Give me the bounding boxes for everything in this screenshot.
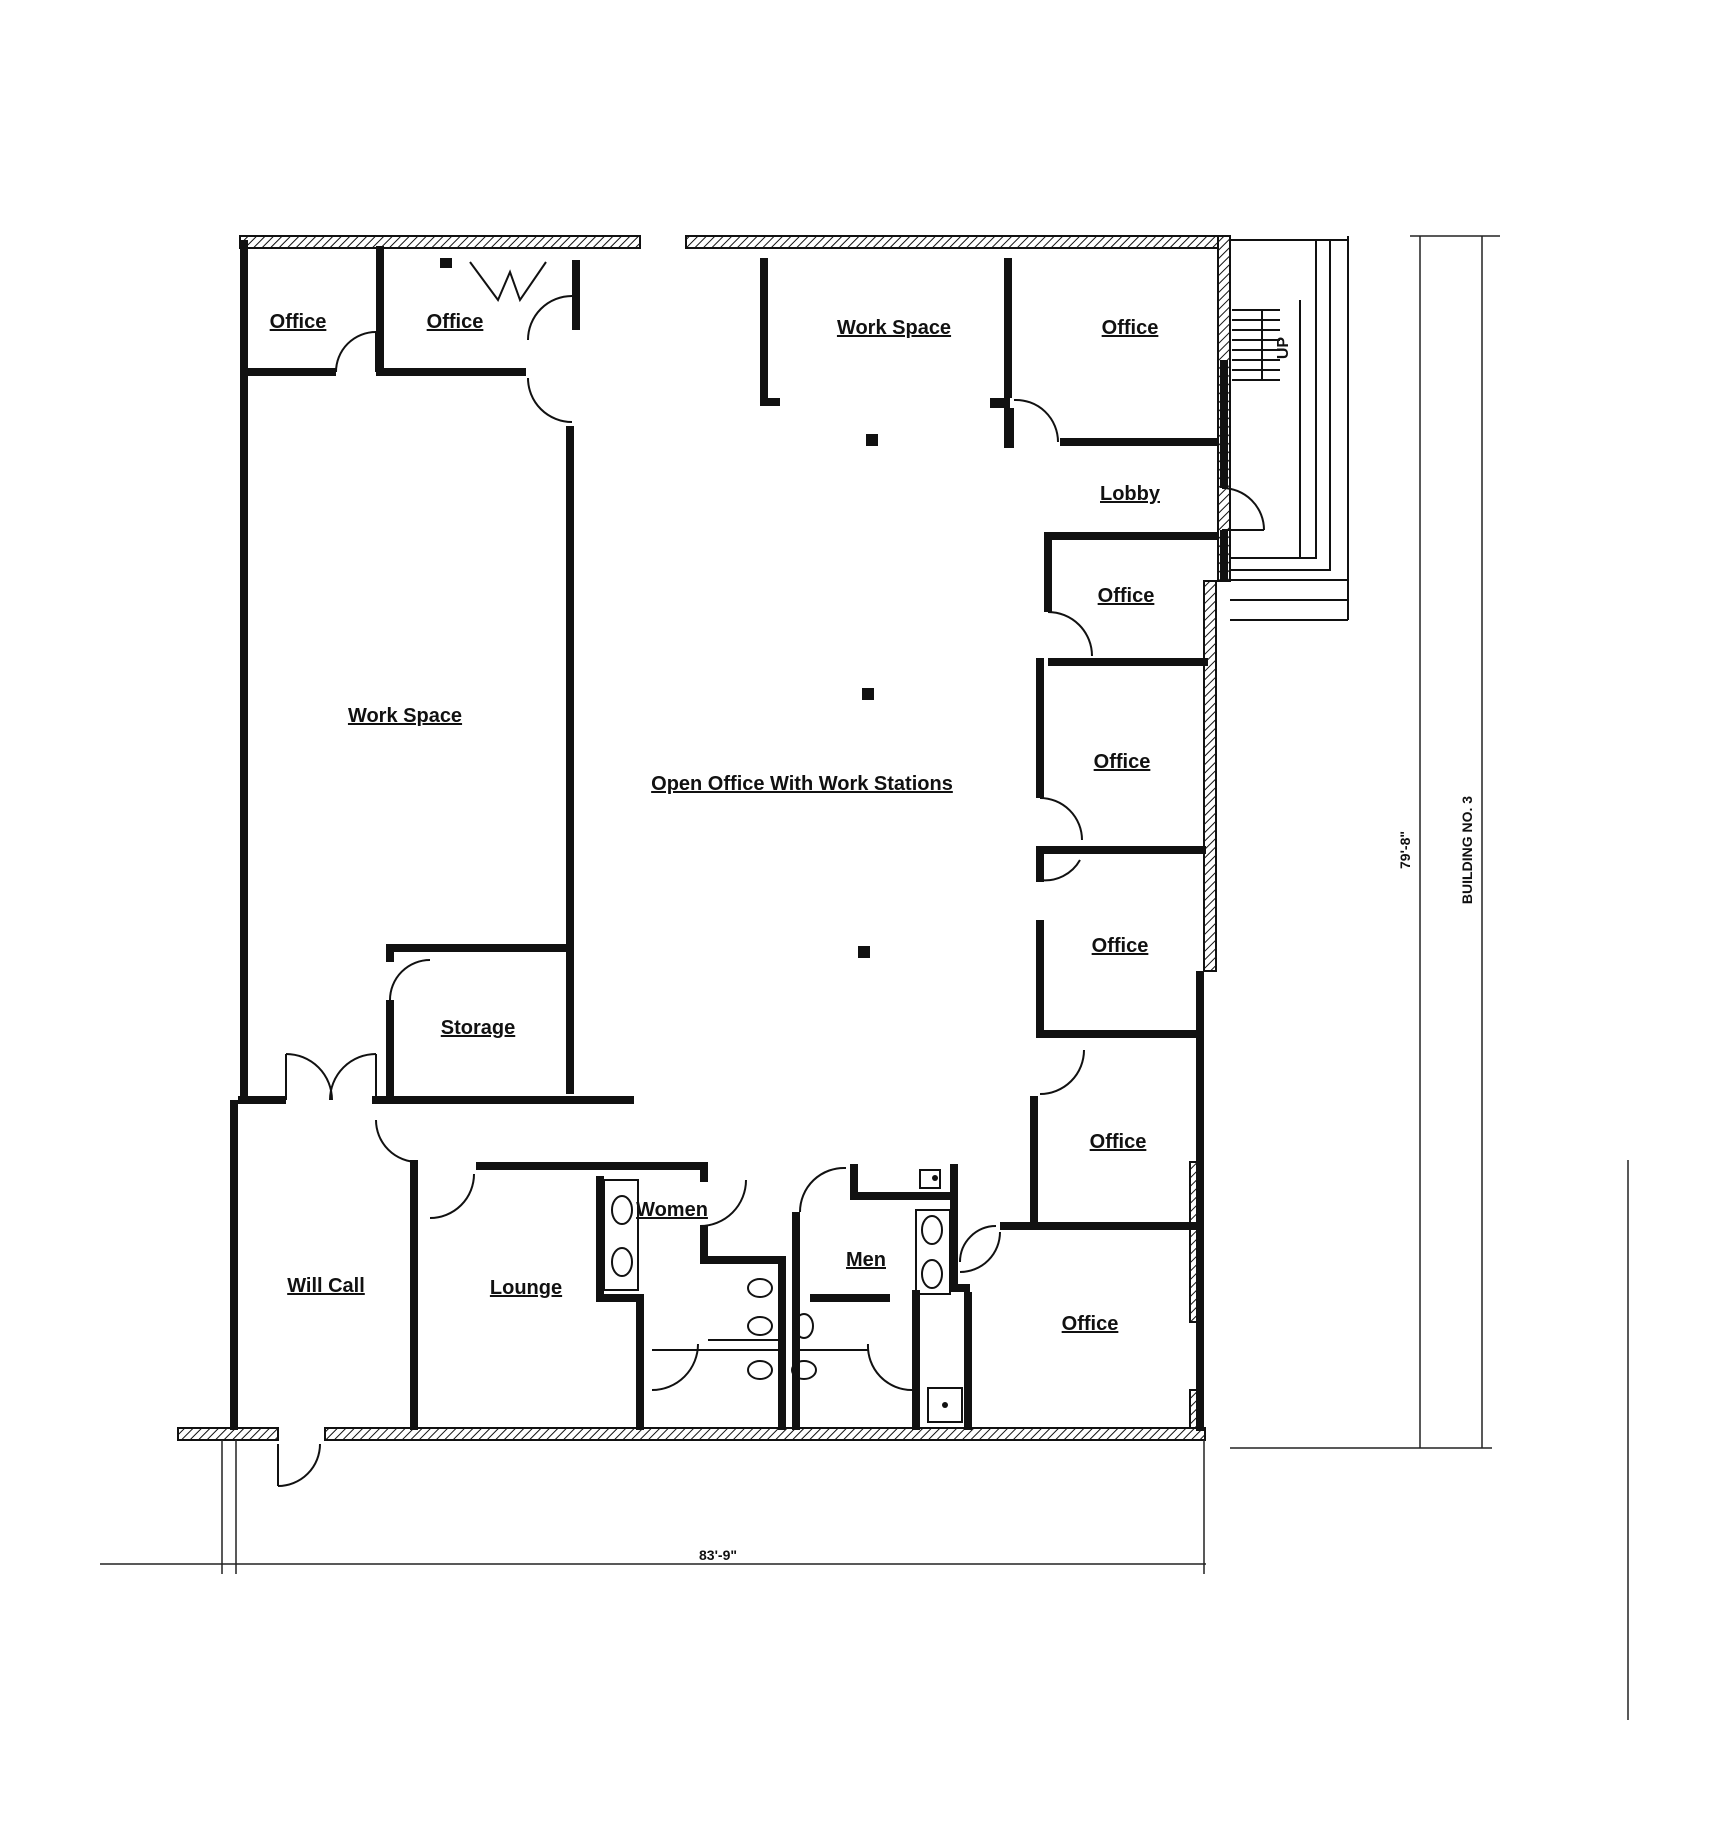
- men-label: Men: [846, 1249, 886, 1271]
- office-nw1-label: Office: [270, 311, 327, 333]
- office-e3-label: Office: [1092, 935, 1149, 957]
- stair-up-label: UP: [1275, 337, 1292, 360]
- height-dimension-label: 79'-8": [1397, 831, 1413, 869]
- dimension-lines: [100, 235, 1629, 1720]
- lounge-label: Lounge: [490, 1277, 562, 1299]
- columns: [858, 434, 878, 958]
- will-call-label: Will Call: [287, 1275, 365, 1297]
- storage-label: Storage: [441, 1017, 515, 1039]
- office-e1-label: Office: [1098, 585, 1155, 607]
- work-space-top-label: Work Space: [837, 317, 951, 339]
- office-e2-label: Office: [1094, 751, 1151, 773]
- interior-walls: [230, 240, 1228, 1431]
- width-dimension-label: 83'-9": [699, 1547, 737, 1563]
- room-labels: Office Office Work Space Office Lobby Of…: [270, 311, 1161, 1335]
- column-marker: [862, 688, 874, 700]
- office-se-label: Office: [1062, 1313, 1119, 1335]
- dimension-labels: 83'-9" 79'-8" BUILDING NO. 3: [699, 796, 1475, 1563]
- women-label: Women: [636, 1199, 708, 1221]
- office-nw2-label: Office: [427, 311, 484, 333]
- column-marker: [866, 434, 878, 446]
- doors: [277, 261, 1265, 1487]
- open-office-label: Open Office With Work Stations: [651, 773, 953, 795]
- office-ne-label: Office: [1102, 317, 1159, 339]
- work-space-west-label: Work Space: [348, 705, 462, 727]
- adjacent-building-label: BUILDING NO. 3: [1459, 796, 1475, 904]
- lobby-label: Lobby: [1100, 483, 1161, 505]
- column-marker: [858, 946, 870, 958]
- restroom-fixtures: [603, 1169, 963, 1423]
- stair: UP: [1229, 236, 1349, 621]
- office-e4-label: Office: [1090, 1131, 1147, 1153]
